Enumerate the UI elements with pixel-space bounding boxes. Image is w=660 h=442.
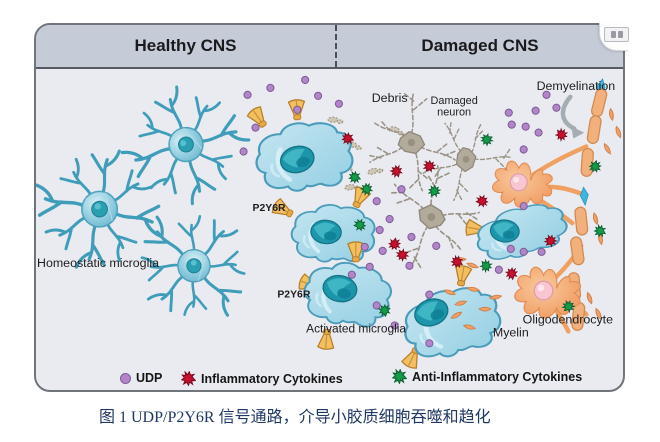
activated-microglia-cell [400,284,504,362]
inflammatory-cytokine-icon [181,371,196,386]
axon-tip [579,186,590,206]
p2y6r-label-1: P2Y6R [253,203,286,214]
demyelination-label: Demyelination [537,79,616,93]
myelin-label: Myelin [493,325,529,339]
p2y6r-receptor [452,263,473,288]
figure-caption: 图 1 UDP/P2Y6R 信号通路，介导小胶质细胞吞噬和趋化 [99,409,491,426]
header-divider [335,25,337,67]
anti-inflammatory-cytokine [427,184,442,199]
anti-inflammatory-cytokine-icon [392,369,407,384]
udp-molecule [504,108,514,118]
p2y6r-label-2: P2Y6R [277,290,310,301]
anti-inflammatory-cytokine [477,257,494,274]
myelin-fragment [608,107,615,122]
udp-molecule [405,261,414,270]
udp-molecule [537,247,546,257]
homeostatic-microglia-label: Homeostatic microglia [37,256,159,270]
myelin-fragment [478,306,492,312]
myelin-segment [585,114,603,145]
udp-molecule [530,105,542,117]
legend-item-inflammatory: Inflammatory Cytokines [181,371,343,386]
inflammatory-cytokine [394,246,411,263]
homeostatic-microglia-cell [107,70,264,221]
udp-molecule [406,231,417,243]
legend-label-inflammatory: Inflammatory Cytokines [201,371,343,386]
udp-molecule [300,74,311,85]
anti-inflammatory-cytokine [478,131,496,148]
legend-label-anti-inflammatory: Anti-Inflammatory Cytokines [412,369,583,384]
debris-particle [366,165,384,178]
udp-molecule [371,195,382,207]
inflammatory-cytokine [553,126,570,143]
oligodendrocyte-label: Oligodendrocyte [523,312,613,326]
badge-glyph [610,31,616,38]
homeostatic-microglia-group [36,70,275,348]
udp-molecule [374,224,386,236]
legend-label-udp: UDP [136,371,163,385]
resize-badge-icon[interactable] [604,27,629,42]
udp-molecule [238,146,249,157]
figure-legend: UDP Inflammatory Cytokines Anti-Inflamma… [36,368,623,390]
damaged-neuron-label-line1: Damaged [431,95,478,107]
damaged-cns-title: Damaged CNS [421,36,539,55]
cns-figure-panel: Healthy CNS Damaged CNS [34,23,625,392]
badge-glyph [617,31,623,38]
inflammatory-cytokine [504,265,520,282]
healthy-cns-title: Healthy CNS [134,36,237,55]
udp-molecule [518,144,529,155]
inflammatory-cytokine [388,237,401,251]
myelin-fragment [591,211,600,226]
udp-molecule [520,121,532,133]
legend-item-udp: UDP [120,371,162,385]
myelin-segment [573,205,589,237]
debris-particle [327,116,344,124]
udp-molecule [264,82,276,94]
udp-dot-icon [120,372,131,384]
legend-item-anti-inflammatory: Anti-Inflammatory Cytokines [392,369,582,384]
inflammatory-cytokine [474,193,490,209]
udp-molecule [551,103,562,113]
udp-molecule [377,245,389,257]
udp-molecule [431,241,442,251]
activated-microglia-label: Activated microglia [306,321,406,335]
udp-molecule [334,99,344,109]
debris-label: Debris [372,91,408,105]
udp-molecule [243,90,252,99]
udp-molecule [384,214,395,224]
myelin-fragment [602,142,613,156]
figure-header: Healthy CNS Damaged CNS [36,25,623,69]
myelin-fragment [614,125,623,139]
udp-molecule [360,242,370,252]
anti-inflammatory-cytokine [348,171,361,184]
damaged-neuron-label-line2: neuron [437,107,471,119]
udp-molecule [494,264,504,275]
udp-molecule [534,128,544,138]
myelin-fragment [585,291,594,305]
udp-molecule [396,183,407,195]
demyelination-arrow [560,94,585,139]
inflammatory-cytokine [388,163,405,180]
udp-molecule [312,90,324,101]
udp-molecule [507,119,517,130]
cns-diagram: Homeostatic microglia Debris Damaged neu… [36,67,623,371]
